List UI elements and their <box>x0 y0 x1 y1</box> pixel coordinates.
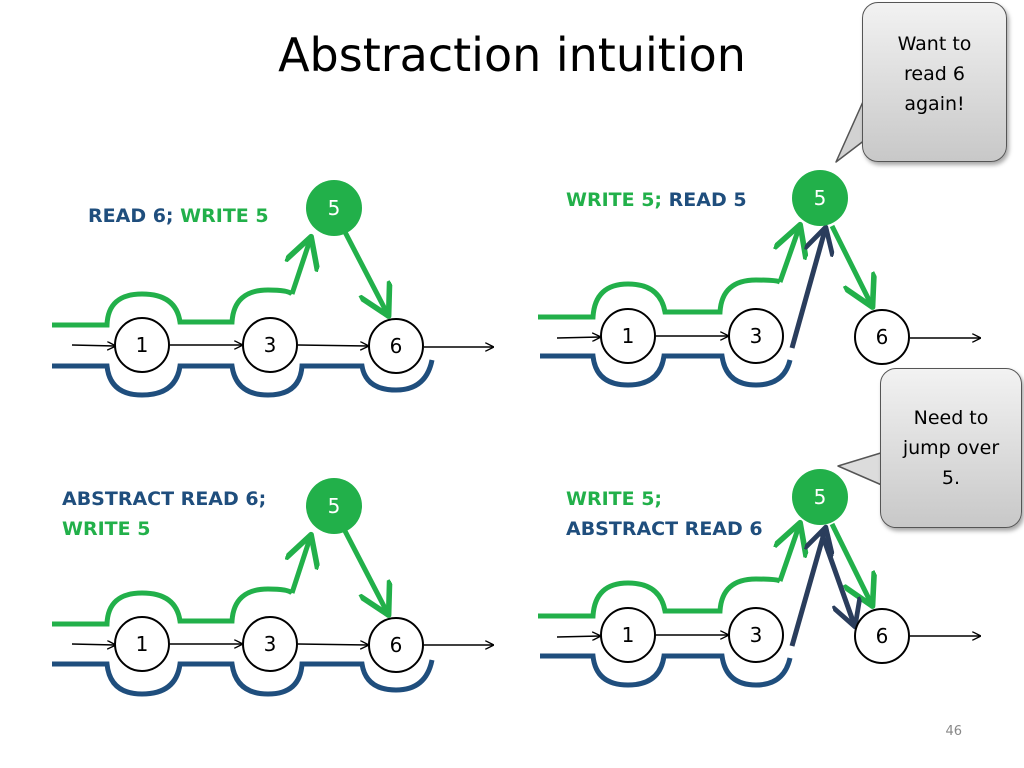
node-6-label: 6 <box>876 325 889 349</box>
panel-top-left: 1 3 6 5 <box>52 180 493 398</box>
callout-read-again-text: Want to read 6 again! <box>897 33 972 115</box>
node-1-label: 1 <box>622 623 635 647</box>
edge-arrow <box>71 345 115 346</box>
node-1-label: 1 <box>622 324 635 348</box>
node-5 <box>792 469 848 525</box>
node-1 <box>114 616 170 672</box>
node-6 <box>854 608 910 664</box>
edge-arrow <box>71 644 115 645</box>
node-1-label: 1 <box>136 632 149 656</box>
node-1 <box>600 308 656 364</box>
node-6-label: 6 <box>390 633 403 657</box>
node-3 <box>728 308 784 364</box>
node-5 <box>792 170 848 226</box>
node-5-label: 5 <box>814 485 827 509</box>
green-arrow-to-5 <box>292 538 310 594</box>
top-right-label: WRITE 5; READ 5 <box>566 185 747 215</box>
blue-traversal-path <box>540 653 793 688</box>
green-arrow-to-6 <box>829 522 871 603</box>
edge-arrow <box>556 337 600 338</box>
green-arrow-to-6 <box>342 230 387 313</box>
node-3 <box>242 317 298 373</box>
panel-bottom-right: 1 3 6 5 <box>538 469 980 688</box>
green-arrow-to-6 <box>829 224 871 304</box>
green-traversal-path <box>538 277 782 320</box>
slide-title: Abstraction intuition <box>278 28 746 82</box>
edge-arrow <box>297 345 368 346</box>
callout-jump-over-text: Need to jump over 5. <box>902 407 1000 489</box>
callout-tail-jump-over <box>837 451 885 487</box>
bottom-left-label: ABSTRACT READ 6; WRITE 5 <box>62 484 266 544</box>
green-arrow-to-5 <box>780 228 799 283</box>
panel-top-right: 1 3 6 5 <box>538 170 980 388</box>
green-arrow-to-6 <box>342 529 387 612</box>
dark-arrow-to-5 <box>789 230 825 349</box>
edge-arrow <box>297 644 368 645</box>
panel-bottom-left: 1 3 6 5 <box>52 478 493 697</box>
node-3-label: 3 <box>750 623 763 647</box>
green-traversal-path <box>52 586 294 627</box>
bottom-left-label-line2: WRITE 5 <box>62 518 151 540</box>
green-arrow-to-5 <box>292 240 310 295</box>
top-left-label: READ 6; WRITE 5 <box>88 201 269 231</box>
node-1-label: 1 <box>136 333 149 357</box>
node-5-label: 5 <box>328 494 341 518</box>
node-3-label: 3 <box>750 324 763 348</box>
callout-jump-over: Need to jump over 5. <box>880 368 1022 528</box>
node-3 <box>242 616 298 672</box>
node-6-label: 6 <box>390 334 403 358</box>
edge-arrow <box>556 636 600 637</box>
blue-traversal-path <box>52 359 435 398</box>
node-1 <box>600 607 656 663</box>
top-right-label-read: READ 5 <box>668 189 747 211</box>
dark-arrow-up-to-5 <box>789 530 825 647</box>
top-right-label-write: WRITE 5; <box>566 189 663 211</box>
node-5 <box>306 478 362 534</box>
node-5-label: 5 <box>814 186 827 210</box>
callout-read-again: Want to read 6 again! <box>862 2 1007 162</box>
green-traversal-path <box>52 287 294 328</box>
blue-traversal-path <box>540 353 793 388</box>
top-left-label-read: READ 6; <box>88 205 174 227</box>
bottom-right-label-line2: ABSTRACT READ 6 <box>566 518 763 540</box>
node-6 <box>368 617 424 673</box>
node-6 <box>854 309 910 365</box>
node-3-label: 3 <box>264 333 277 357</box>
node-5 <box>306 180 362 236</box>
green-arrow-to-5 <box>780 526 799 582</box>
page-number: 46 <box>945 724 962 739</box>
bottom-left-label-line1: ABSTRACT READ 6; <box>62 488 267 510</box>
bottom-right-label-line1: WRITE 5; <box>566 488 663 510</box>
top-left-label-write: WRITE 5 <box>180 205 269 227</box>
node-5-label: 5 <box>328 196 341 220</box>
node-6-label: 6 <box>876 624 889 648</box>
bottom-right-label: WRITE 5; ABSTRACT READ 6 <box>566 484 763 544</box>
dark-arrow-down-to-6 <box>819 533 854 624</box>
blue-traversal-path <box>52 659 435 697</box>
node-6 <box>368 318 424 374</box>
green-traversal-path <box>538 576 782 619</box>
node-1 <box>114 317 170 373</box>
node-3 <box>728 607 784 663</box>
node-3-label: 3 <box>264 632 277 656</box>
